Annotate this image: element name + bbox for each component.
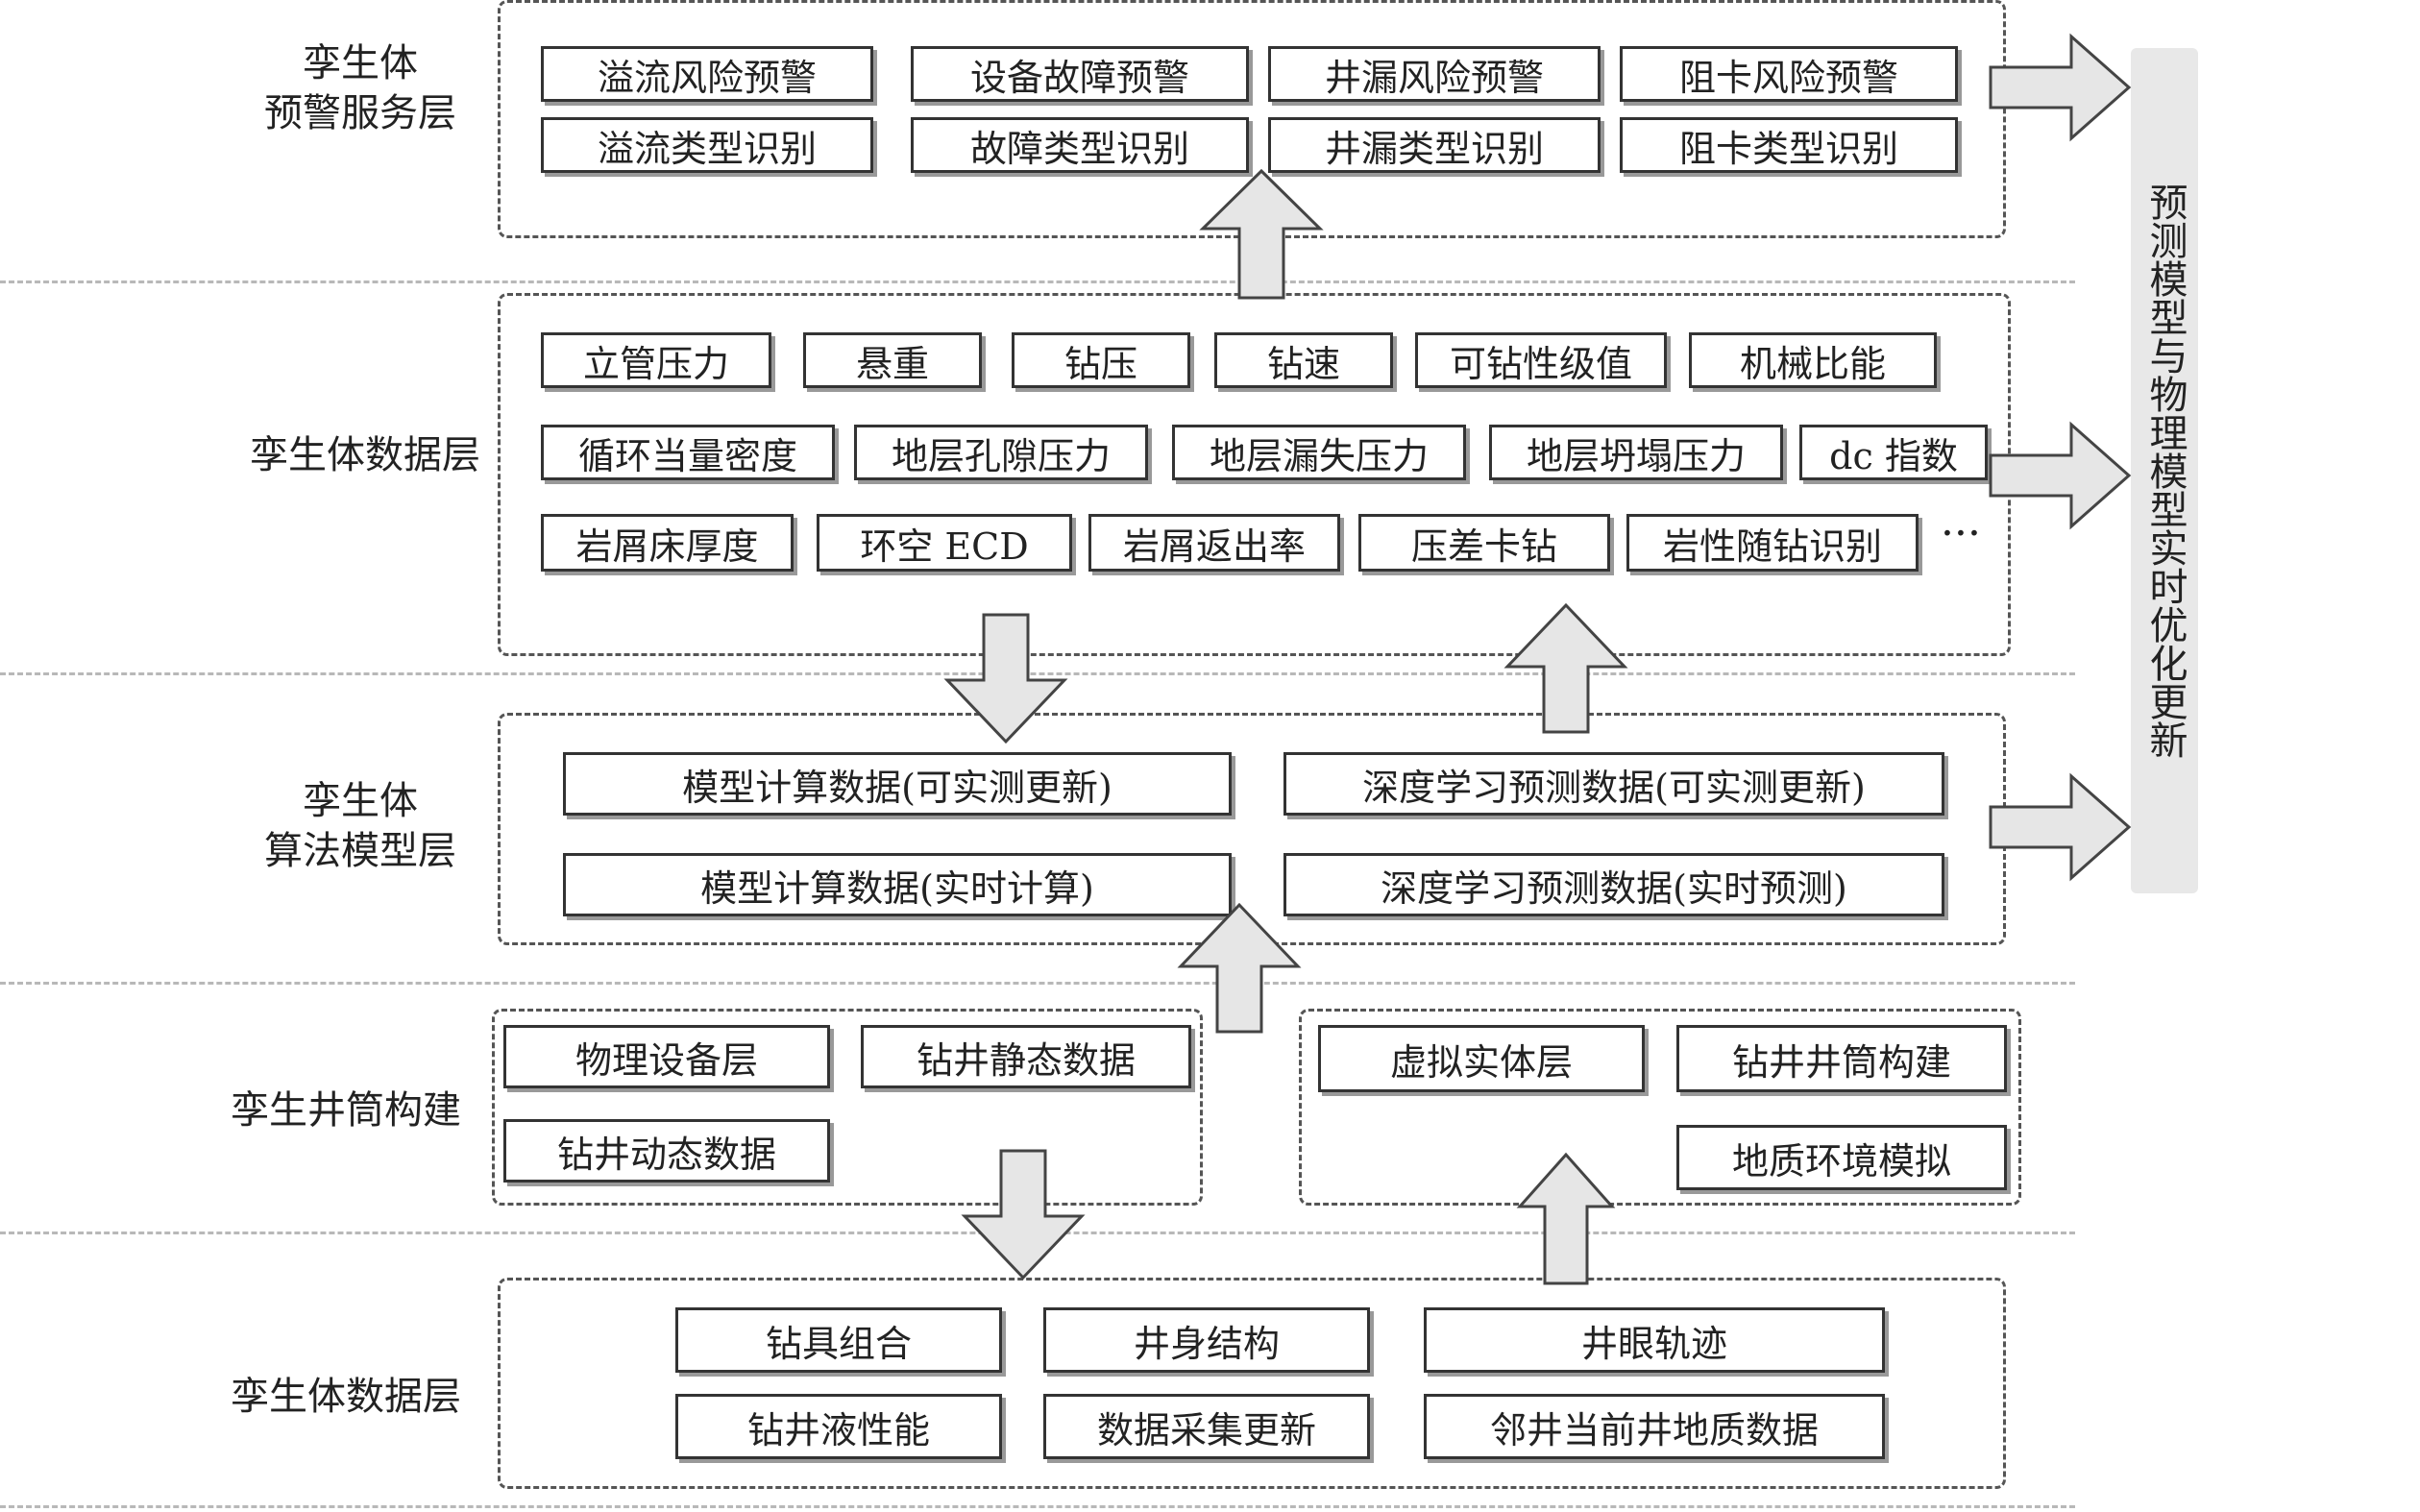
warning-box: 阻卡风险预警 xyxy=(1620,46,1958,102)
arrow-right-icon xyxy=(1989,421,2132,530)
arrow-right-icon xyxy=(1989,772,2132,882)
wellbore-box: 钻井静态数据 xyxy=(861,1025,1191,1088)
algorithm-box: 模型计算数据(实时计算) xyxy=(563,853,1232,916)
warning-box: 设备故障预警 xyxy=(911,46,1249,102)
layer-divider xyxy=(0,1505,2075,1508)
data-box: 立管压力 xyxy=(541,332,771,388)
layer-label-line: 算法模型层 xyxy=(264,829,456,873)
layer-label-line: 孪生体数据层 xyxy=(250,433,480,477)
data-box: 地层孔隙压力 xyxy=(854,425,1148,480)
algorithm-box: 深度学习预测数据(实时预测) xyxy=(1283,853,1944,916)
base-data-box: 钻井液性能 xyxy=(675,1394,1002,1459)
data-box: 岩屑床厚度 xyxy=(541,514,794,572)
base-data-box: 井身结构 xyxy=(1043,1307,1370,1373)
data-box: 环空 ECD xyxy=(817,514,1072,572)
layer-label-line: 孪生体 xyxy=(303,779,418,823)
identify-box: 阻卡类型识别 xyxy=(1620,117,1958,173)
data-box: 地层漏失压力 xyxy=(1172,425,1466,480)
warning-box: 井漏风险预警 xyxy=(1268,46,1601,102)
data-box: 岩性随钻识别 xyxy=(1626,514,1919,572)
layer-label-wellbore: 孪生井筒构建 xyxy=(211,1085,480,1135)
wellbore-box: 钻井动态数据 xyxy=(503,1119,830,1183)
layer-label-line: 预警服务层 xyxy=(264,91,456,135)
base-data-box: 井眼轨迹 xyxy=(1424,1307,1885,1373)
identify-box: 溢流类型识别 xyxy=(541,117,873,173)
layer-label-warning-service: 孪生体 预警服务层 xyxy=(245,38,476,138)
identify-box: 井漏类型识别 xyxy=(1268,117,1601,173)
optimization-sidebar: 预测模型与物理模型实时优化更新 xyxy=(2131,48,2198,893)
layer-divider xyxy=(0,982,2075,985)
algorithm-box: 模型计算数据(可实测更新) xyxy=(563,752,1232,816)
arrow-down-icon xyxy=(961,1149,1086,1280)
base-data-box: 钻具组合 xyxy=(675,1307,1002,1373)
algorithm-box: 深度学习预测数据(可实测更新) xyxy=(1283,752,1944,816)
arrow-up-icon xyxy=(1177,902,1302,1034)
layer-label-line: 孪生体数据层 xyxy=(231,1375,461,1419)
arrow-right-icon xyxy=(1989,33,2132,142)
identify-box: 故障类型识别 xyxy=(911,117,1249,173)
layer-label-line: 孪生体 xyxy=(303,41,418,85)
wellbore-box: 物理设备层 xyxy=(503,1025,830,1088)
layer-divider xyxy=(0,280,2075,283)
data-box: 可钻性级值 xyxy=(1415,332,1667,388)
base-data-box: 数据采集更新 xyxy=(1043,1394,1370,1459)
wellbore-box: 地质环境模拟 xyxy=(1676,1125,2007,1190)
wellbore-box: 虚拟实体层 xyxy=(1318,1025,1645,1092)
data-box: 岩屑返出率 xyxy=(1088,514,1340,572)
data-box: 悬重 xyxy=(803,332,982,388)
arrow-up-icon xyxy=(1503,602,1628,734)
arrow-up-icon xyxy=(1199,168,1324,300)
layer-label-algorithm: 孪生体 算法模型层 xyxy=(245,776,476,876)
layer-divider xyxy=(0,672,2075,675)
virtual-entity-group xyxy=(1299,1009,2021,1206)
more-ellipsis: ··· xyxy=(1941,509,1981,558)
data-box: 压差卡钻 xyxy=(1358,514,1610,572)
wellbore-box: 钻井井筒构建 xyxy=(1676,1025,2007,1092)
arrow-down-icon xyxy=(943,613,1068,744)
base-data-group xyxy=(498,1278,2006,1489)
sidebar-text: 预测模型与物理模型实时优化更新 xyxy=(2142,183,2188,759)
data-box: 机械比能 xyxy=(1689,332,1937,388)
warning-box: 溢流风险预警 xyxy=(541,46,873,102)
data-box: 循环当量密度 xyxy=(541,425,835,480)
data-box: 钻速 xyxy=(1214,332,1393,388)
data-box: dc 指数 xyxy=(1799,425,1988,480)
physical-entity-group xyxy=(492,1009,1203,1206)
layer-label-base-data: 孪生体数据层 xyxy=(211,1372,480,1422)
data-box: 钻压 xyxy=(1012,332,1190,388)
arrow-up-icon xyxy=(1516,1152,1616,1285)
layer-label-line: 孪生井筒构建 xyxy=(231,1088,461,1133)
base-data-box: 邻井当前井地质数据 xyxy=(1424,1394,1885,1459)
layer-label-data: 孪生体数据层 xyxy=(231,430,500,480)
data-box: 地层坍塌压力 xyxy=(1489,425,1783,480)
